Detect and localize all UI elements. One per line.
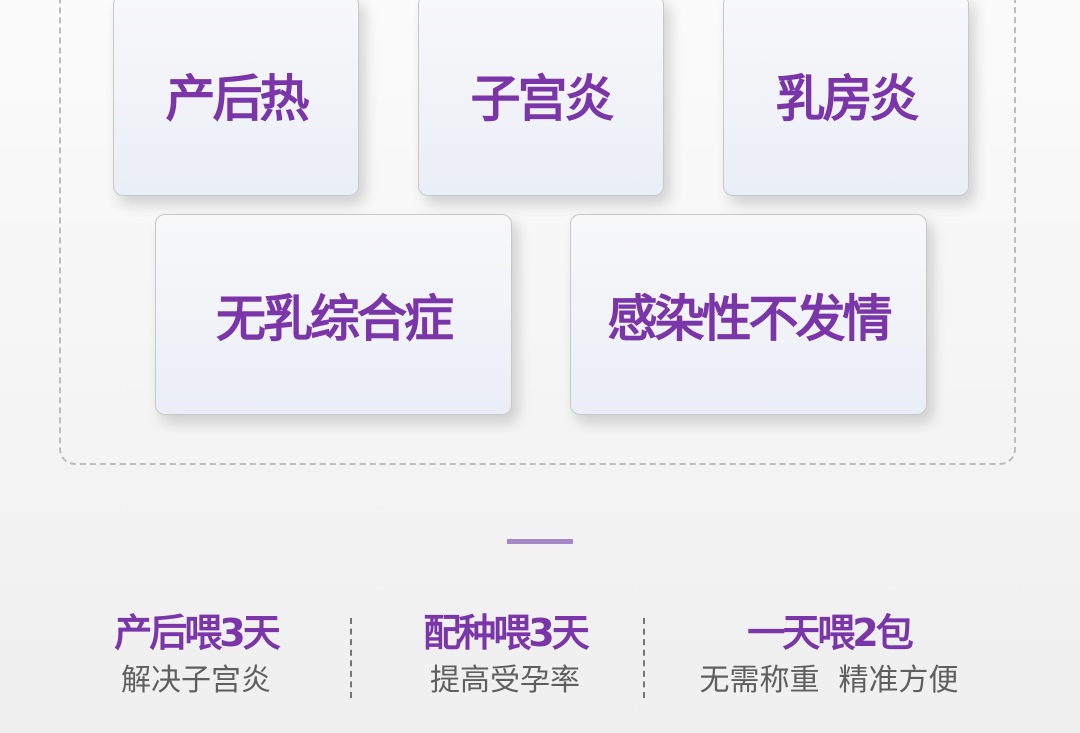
condition-label: 无乳综合症 [216,289,454,348]
conditions-frame [59,0,1016,465]
condition-label: 子宫炎 [470,70,615,128]
condition-card: 乳房炎 [723,0,969,196]
condition-card: 子宫炎 [418,0,664,196]
benefit-title: 产后喂3天 [114,611,280,655]
benefit-subtitle: 解决子宫炎 [121,663,271,698]
condition-card: 感染性不发情 [570,214,927,415]
section-divider [507,539,573,544]
benefit-title: 一天喂2包 [747,611,913,655]
condition-card: 无乳综合症 [155,214,512,415]
benefit-item: 一天喂2包无需称重 精准方便 [679,608,979,704]
benefit-subtitle: 提高受孕率 [430,663,580,698]
condition-label: 感染性不发情 [607,289,893,348]
condition-label: 产后热 [165,70,310,128]
benefit-title: 配种喂3天 [423,611,589,655]
benefit-item: 配种喂3天提高受孕率 [355,608,655,704]
condition-label: 乳房炎 [775,70,920,128]
condition-card: 产后热 [113,0,359,196]
benefit-item: 产后喂3天解决子宫炎 [46,608,346,704]
benefit-subtitle: 无需称重 精准方便 [699,663,959,698]
column-separator [350,618,352,698]
column-separator [643,618,645,698]
